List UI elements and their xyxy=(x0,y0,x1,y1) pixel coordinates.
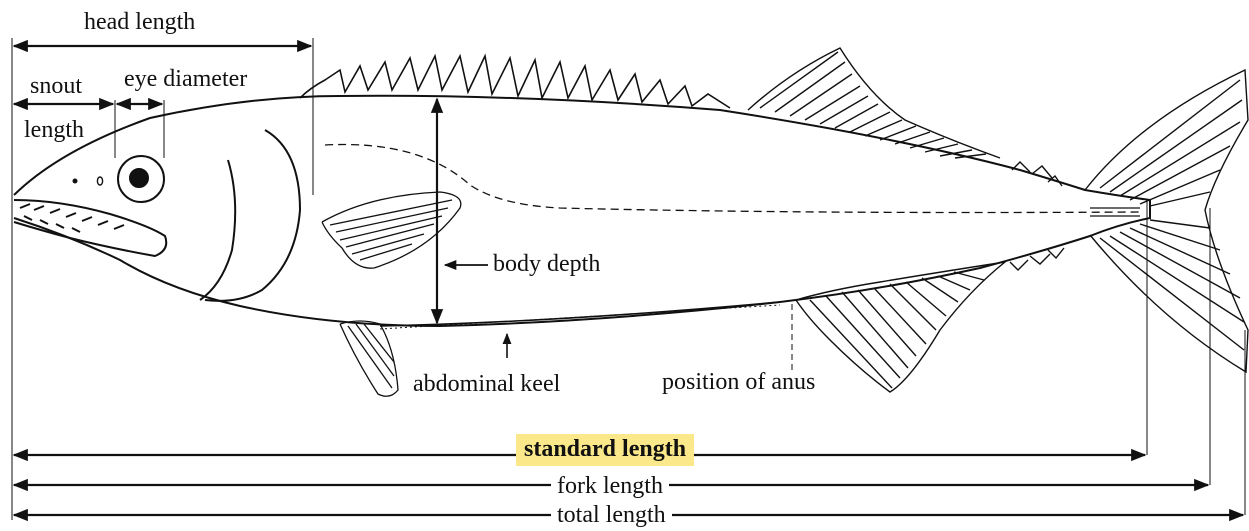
first-dorsal-fin xyxy=(300,56,730,108)
pectoral-fin xyxy=(322,192,461,268)
nostrils xyxy=(73,177,103,185)
eye xyxy=(118,156,164,202)
snout-label: snout xyxy=(30,74,82,98)
body-depth-label: body depth xyxy=(493,252,600,276)
head-length-label: head length xyxy=(84,10,195,34)
fish-body xyxy=(14,96,1150,326)
abdominal-keel-label: abdominal keel xyxy=(413,372,560,396)
pelvic-fin xyxy=(340,321,398,396)
lateral-line xyxy=(325,145,1140,213)
second-dorsal-fin xyxy=(748,48,1000,158)
caudal-fin xyxy=(1085,70,1248,372)
standard-length-label: standard length xyxy=(516,434,694,466)
position-of-anus-label: position of anus xyxy=(662,370,815,394)
snout-length-label: length xyxy=(24,118,84,142)
dorsal-finlets xyxy=(1012,162,1062,186)
abdominal-keel xyxy=(380,302,780,326)
fork-length-label: fork length xyxy=(551,474,669,498)
eye-diameter-label: eye diameter xyxy=(124,67,247,91)
total-length-label: total length xyxy=(551,503,672,527)
anal-fin xyxy=(796,262,1005,392)
